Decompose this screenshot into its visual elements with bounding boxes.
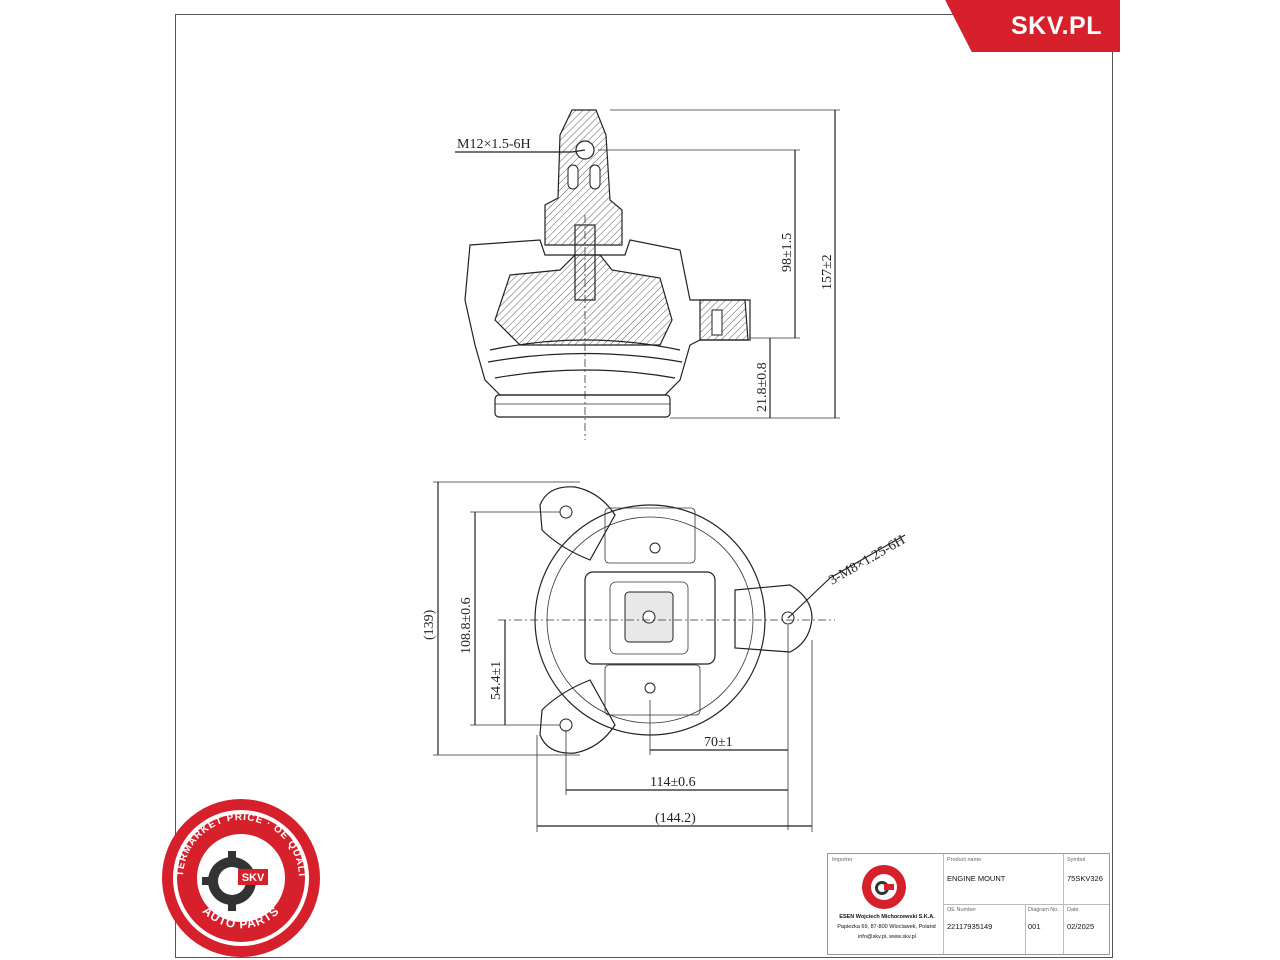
side-view: M12×1.5-6H 157±2 98±1.5 21.8±0.8	[455, 109, 840, 440]
oe-number-label: OE Number	[947, 907, 977, 913]
lower-layer-1	[489, 339, 681, 351]
lower-layer-2	[487, 352, 683, 363]
stud-slot-right	[589, 164, 601, 190]
side-thread-label: M12×1.5-6H	[457, 137, 531, 152]
importer-label: Importer	[832, 857, 853, 863]
title-block: Importer ESEN Wojciech Michorzewski S.K.…	[827, 853, 1110, 955]
product-name-label: Product name	[947, 857, 982, 863]
importer-seal-icon	[862, 865, 906, 909]
top-thread-label: 3-M8×1.25-6H	[827, 533, 908, 589]
dim-21-label: 21.8±0.8	[755, 362, 770, 412]
rib-top	[604, 507, 696, 564]
oe-number: 22117935149	[947, 922, 993, 931]
mount-stud	[544, 109, 623, 246]
ear-hole-1	[559, 505, 573, 519]
mount-ear-bottom-left	[539, 679, 616, 754]
dim-70-label: 70±1	[704, 735, 733, 750]
dim-144-label: (144.2)	[655, 811, 696, 826]
side-bracket	[699, 299, 749, 341]
dim-98-label: 98±1.5	[780, 233, 795, 272]
dim-157-label: 157±2	[820, 254, 835, 290]
mount-ear-right	[734, 584, 813, 653]
center-block	[584, 571, 716, 665]
drawing-frame	[175, 14, 1113, 958]
importer-address: Papiezka 69, 87-800 Wloclawek, Poland	[837, 924, 936, 930]
diagram-no: 001	[1028, 922, 1041, 931]
symbol-value: 75SKV326	[1067, 874, 1103, 883]
date-value: 02/2025	[1067, 922, 1095, 931]
lower-layer-3	[494, 369, 676, 379]
brand-banner[interactable]: SKV.PL	[945, 0, 1120, 52]
symbol-label: Symbol	[1067, 857, 1086, 863]
base-cup	[494, 394, 671, 418]
importer-name: ESEN Wojciech Michorzewski S.K.A.	[839, 914, 935, 920]
ear-hole-2	[559, 718, 573, 732]
top-thread-leader	[829, 534, 906, 579]
date-label: Date	[1067, 907, 1079, 913]
rib-bottom	[604, 664, 701, 716]
dim-139-label: (139)	[422, 609, 437, 640]
top-view: 3-M8×1.25-6H (139) 108.8±0.6 54.4±1 70±1…	[422, 481, 908, 832]
product-name: ENGINE MOUNT	[947, 874, 1006, 883]
diagram-no-label: Diagram No.	[1028, 907, 1059, 913]
mount-ear-top-left	[539, 486, 616, 561]
seal-center-label: SKV	[242, 872, 265, 884]
dim-54-label: 54.4±1	[489, 661, 504, 700]
dim-108-label: 108.8±0.6	[459, 597, 474, 654]
importer-contact: info@skv.pl, www.skv.pl	[858, 934, 916, 940]
skv-auto-parts-seal: AFTERMARKET PRICE · OE QUALITY AUTO PART…	[160, 797, 320, 957]
brand-logo-text: SKV.PL	[1010, 11, 1102, 40]
stud-slot-left	[567, 164, 579, 190]
dim-114-label: 114±0.6	[650, 775, 696, 790]
